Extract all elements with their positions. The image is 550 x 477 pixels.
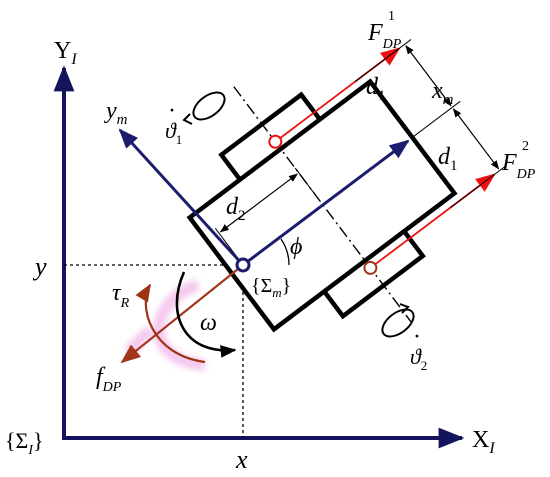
wheel-1-rotation	[182, 91, 226, 125]
d1-dimension-top	[405, 45, 452, 107]
thrust-point-2	[363, 260, 378, 275]
d1-extension-top	[354, 39, 412, 82]
body-x-axis	[242, 139, 410, 267]
phi-label: ϕ	[290, 234, 302, 260]
body-x-label: xm	[431, 78, 454, 108]
d1-extension-mid	[412, 100, 461, 138]
omega-label: ω	[200, 310, 217, 336]
wheel-2-rate-dot: ·	[413, 324, 421, 350]
wheel-2-rotation	[381, 303, 415, 338]
d1-extension-bottom	[449, 165, 507, 209]
center-of-mass	[235, 257, 251, 273]
d2-label: d2	[226, 194, 246, 224]
body-force-arrow	[120, 264, 244, 364]
d2-dimension	[219, 173, 298, 233]
d1-dimension-bottom	[452, 108, 500, 170]
thrust-point-1	[268, 134, 283, 149]
x-axis-label: XI	[472, 427, 495, 457]
phi-angle-arc	[280, 238, 290, 266]
force-1-superscript: 1	[388, 9, 395, 24]
wheel-1-rate-label: ϑ1	[165, 118, 182, 147]
force-1-label: FDP	[367, 20, 402, 52]
body-force-label: fDP	[96, 364, 122, 395]
inertial-frame-label: {ΣI}	[5, 428, 44, 458]
omega-arrow	[175, 271, 237, 358]
force-2-superscript: 2	[522, 139, 529, 154]
body-y-label: ym	[104, 98, 128, 128]
position-x-label: x	[235, 445, 248, 474]
body-frame-label: {Σm}	[251, 275, 291, 300]
d1-bottom-label: d1	[438, 144, 458, 174]
d2-extension	[294, 167, 318, 198]
body-y-axis	[118, 128, 245, 267]
wheel-2-rate-label: ϑ2	[410, 344, 427, 373]
torque-arrow	[135, 283, 206, 364]
torque-label: τR	[112, 280, 130, 311]
wheel-1-rate-dot: ·	[168, 98, 176, 124]
force-2-label: FDP	[501, 150, 536, 182]
d1-top-label: d1	[366, 74, 386, 104]
y-axis-label: YI	[54, 38, 77, 68]
position-y-label: y	[32, 252, 47, 281]
